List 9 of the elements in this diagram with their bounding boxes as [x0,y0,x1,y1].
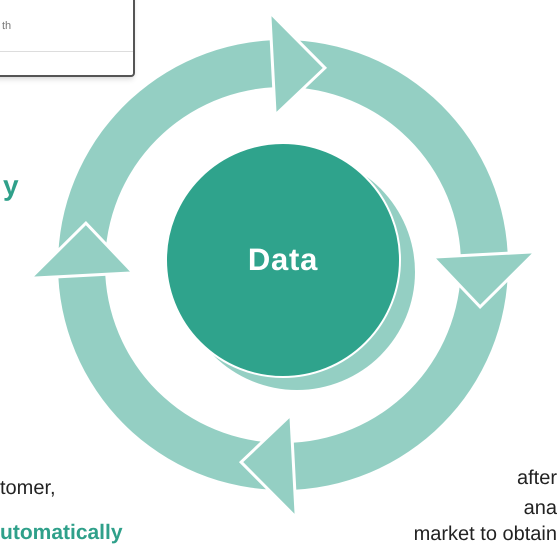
text-fragment: utomatically [0,520,123,546]
text-fragment: market to obtain [414,522,557,547]
text-fragment: after [516,466,557,491]
text-fragment: y [2,169,20,203]
text-fragment: tomer, [0,476,56,501]
card-text: th [2,19,12,34]
card [0,0,135,77]
text-fragment: ana [524,496,557,521]
circle-label: Data [248,240,318,279]
